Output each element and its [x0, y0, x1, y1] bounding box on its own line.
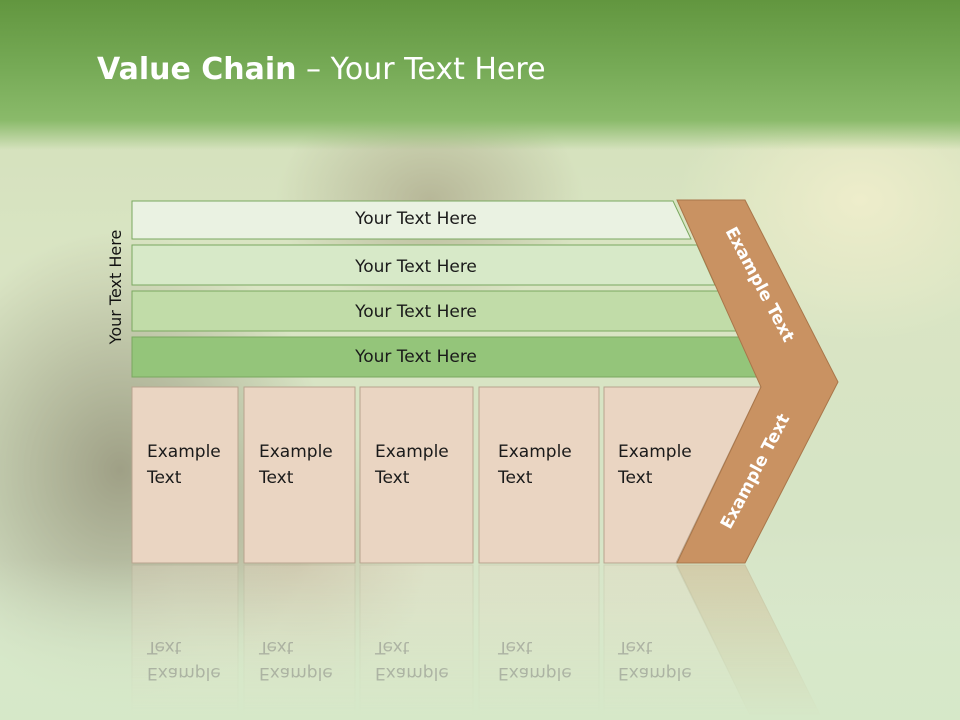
slide-title: Value Chain – Your Text Here [97, 52, 546, 87]
column-5-label-reflection: Example Text [618, 637, 692, 683]
bar-1-label: Your Text Here [354, 209, 477, 229]
column-5-shape[interactable] [603, 386, 762, 564]
column-1-label-reflection: Example Text [147, 637, 221, 683]
bar-2-label: Your Text Here [354, 257, 477, 277]
header-band [0, 0, 960, 150]
column-2-shape[interactable] [243, 386, 356, 564]
column-5-label: Example Text [618, 442, 692, 488]
column-2-label: Example Text [259, 442, 333, 488]
column-3-shape[interactable] [359, 386, 474, 564]
title-rest: – Your Text Here [296, 52, 546, 87]
column-3-label-reflection: Example Text [375, 637, 449, 683]
column-1-label: Example Text [147, 442, 221, 488]
bar-1-shape[interactable] [131, 200, 692, 240]
column-4-shape[interactable] [478, 386, 600, 564]
bar-4-label: Your Text Here [354, 347, 477, 367]
column-2-label-reflection: Example Text [259, 637, 333, 683]
title-bold: Value Chain [97, 52, 297, 87]
column-4-label: Example Text [498, 442, 572, 488]
bar-3-label: Your Text Here [354, 302, 477, 322]
column-3-label: Example Text [375, 442, 449, 488]
column-4-label-reflection: Example Text [498, 637, 572, 683]
column-1-shape[interactable] [131, 386, 239, 564]
chevron-shape[interactable] [676, 199, 839, 564]
